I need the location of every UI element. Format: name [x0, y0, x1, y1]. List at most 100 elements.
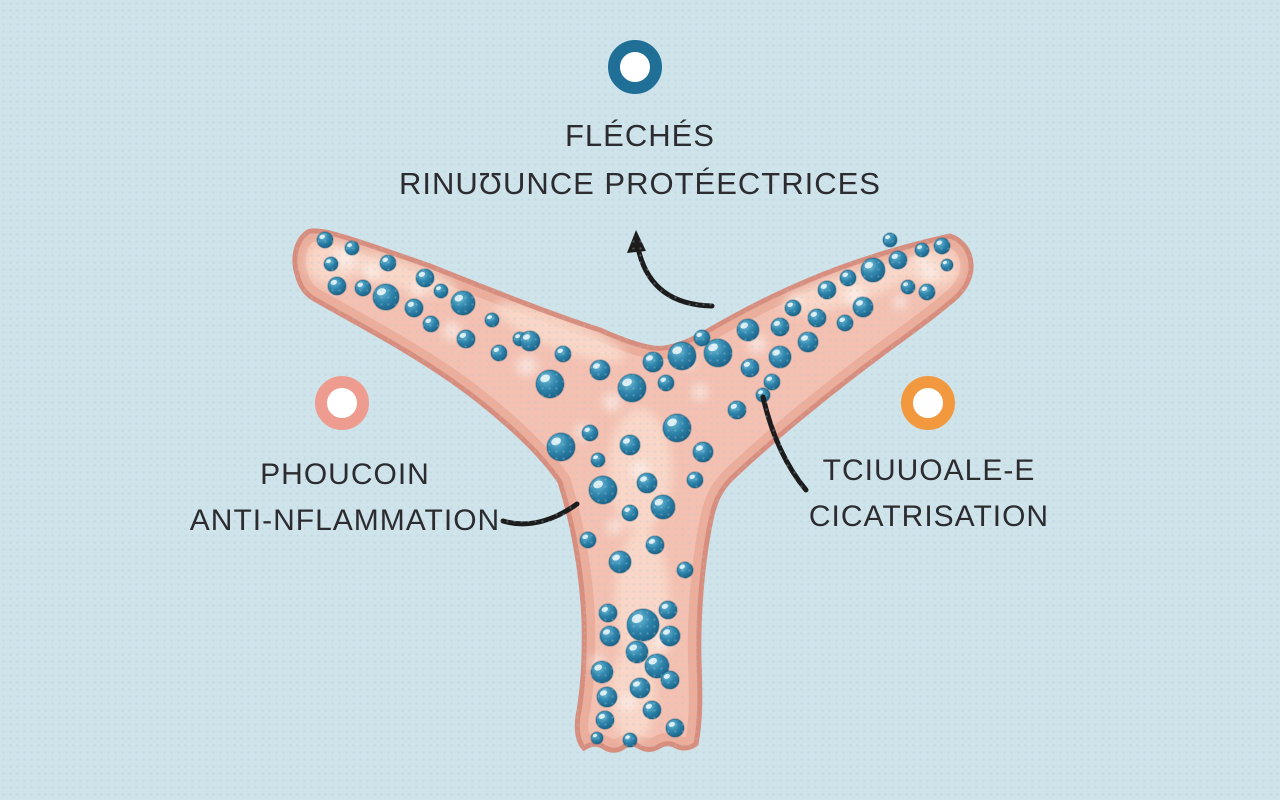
annotation-lines [500, 230, 809, 527]
particle [626, 608, 660, 642]
particle [900, 279, 916, 295]
particle-highlight [493, 347, 499, 353]
left-marker-ring [315, 376, 369, 430]
pale-spot [411, 283, 425, 297]
particle [327, 276, 347, 296]
particle [667, 341, 697, 371]
particle [581, 424, 599, 442]
right-leader-line [760, 394, 809, 493]
particle-highlight [772, 349, 780, 356]
particle-highlight [661, 603, 668, 609]
particle [629, 677, 651, 699]
particle [933, 237, 951, 255]
particle [797, 331, 819, 353]
top-label-line2: RINUƱUNCE PROTÉECTRICES [399, 166, 881, 201]
particle [595, 710, 615, 730]
particle [579, 531, 597, 549]
particle [588, 475, 618, 505]
particle [590, 731, 604, 745]
particle [372, 283, 400, 311]
pale-spot [922, 264, 938, 280]
particle-highlight [801, 335, 808, 341]
particle-highlight [708, 343, 718, 352]
particle-highlight [376, 288, 386, 296]
particle-highlight [903, 282, 908, 287]
particle [740, 358, 760, 378]
left-label-line1: PHOUCOIN [260, 458, 430, 491]
particle-highlight [640, 476, 647, 482]
top-marker-ring [608, 40, 662, 94]
particle [354, 279, 372, 297]
particle [379, 254, 397, 272]
particle-highlight [593, 480, 603, 489]
particle [546, 432, 576, 462]
particle-highlight [787, 302, 793, 308]
particle [658, 600, 678, 620]
particle-highlight [347, 243, 352, 248]
particle-highlight [864, 261, 873, 269]
particle [686, 471, 704, 489]
particle-highlight [357, 282, 363, 288]
particle-highlight [330, 279, 337, 285]
particle [645, 535, 665, 555]
particle-highlight [557, 348, 563, 354]
particle-highlight [942, 260, 947, 265]
particle [807, 308, 827, 328]
left-label-block: PHOUCOIN ANTI-NFLAMMATION [145, 460, 545, 536]
particle-highlight [856, 300, 863, 306]
particle-highlight [696, 445, 703, 451]
particle-highlight [885, 235, 890, 240]
particle-highlight [645, 703, 652, 709]
pale-spot [607, 519, 623, 535]
particle [642, 700, 662, 720]
particle-highlight [631, 614, 643, 624]
particles-group [316, 231, 954, 748]
particle-highlight [592, 733, 597, 738]
particle [692, 441, 714, 463]
particle [784, 299, 802, 317]
particle-highlight [593, 455, 598, 460]
particle [736, 318, 760, 342]
particle-highlight [459, 332, 466, 338]
particle [484, 312, 500, 328]
pale-spot [692, 384, 708, 400]
particle [650, 494, 676, 520]
particle [636, 472, 658, 494]
particle-highlight [648, 657, 657, 665]
pale-spot [603, 393, 621, 411]
particle-highlight [679, 564, 685, 570]
particle-highlight [646, 355, 653, 361]
particle [404, 298, 424, 318]
particle-highlight [766, 376, 772, 382]
particle-highlight [593, 363, 600, 369]
particle [727, 400, 747, 420]
particle-highlight [326, 259, 331, 264]
particle-highlight [436, 286, 441, 291]
particle-highlight [668, 721, 675, 727]
particle [596, 686, 618, 708]
particle-highlight [839, 317, 845, 323]
particle [657, 374, 675, 392]
particle-highlight [689, 474, 695, 480]
particle [519, 330, 541, 352]
particle-highlight [600, 690, 607, 696]
particle [940, 258, 954, 272]
particle-highlight [454, 294, 463, 302]
particle [659, 625, 681, 647]
particle [316, 231, 334, 249]
particle [422, 315, 440, 333]
top-label-line1: FLÉCHÉS [565, 118, 715, 153]
particle-highlight [696, 332, 702, 338]
particle-highlight [740, 322, 748, 329]
particle-highlight [612, 554, 620, 561]
particle-highlight [730, 403, 737, 409]
pale-spot [916, 254, 928, 266]
particle-highlight [319, 234, 325, 240]
particle [703, 338, 733, 368]
particle [676, 561, 694, 579]
particle-highlight [540, 374, 550, 383]
particle [860, 257, 886, 283]
particle-highlight [672, 346, 682, 355]
particle-highlight [663, 673, 670, 679]
top-arrow-head [627, 230, 646, 253]
